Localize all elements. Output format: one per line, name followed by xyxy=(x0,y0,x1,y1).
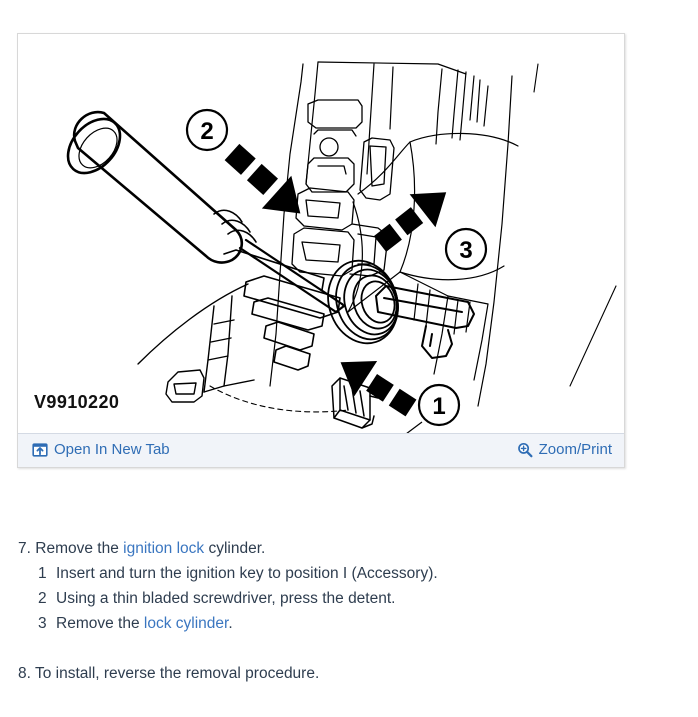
step-7-text-after: cylinder. xyxy=(204,540,266,557)
zoom-print-label: Zoom/Print xyxy=(538,441,612,458)
figure-line-art: 2 3 xyxy=(18,34,624,434)
step-8: 8. To install, reverse the removal proce… xyxy=(18,661,658,686)
open-in-new-tab-icon xyxy=(32,442,48,458)
substep-3-number: 3 xyxy=(38,615,47,632)
panel-wedge-left xyxy=(137,283,255,403)
lock-cylinder-link[interactable]: lock cylinder xyxy=(143,615,229,632)
substep-1-text: Insert and turn the ignition key to posi… xyxy=(56,565,438,582)
svg-text:1: 1 xyxy=(432,393,445,420)
magnifier-plus-icon xyxy=(517,442,533,458)
ignition-lock-cylinder-illustration: 2 3 xyxy=(18,34,624,434)
svg-text:2: 2 xyxy=(200,118,213,145)
paragraph-spacer xyxy=(18,636,658,661)
figure-action-bar: Open In New Tab Zoom/Print xyxy=(18,433,624,467)
callout-2: 2 xyxy=(185,108,229,152)
motion-arrow-1 xyxy=(340,360,417,417)
step-7-text-before: Remove the xyxy=(35,540,124,557)
callout-1: 1 xyxy=(417,383,461,427)
step-8-text: To install, reverse the removal procedur… xyxy=(34,665,320,682)
open-in-new-tab-label: Open In New Tab xyxy=(54,441,170,458)
motion-arrow-3 xyxy=(373,192,447,252)
motion-arrow-2 xyxy=(224,143,301,214)
ignition-key xyxy=(375,285,475,359)
substep-2-text: Using a thin bladed screwdriver, press t… xyxy=(56,590,396,607)
step-7-number: 7. xyxy=(18,540,31,557)
step-8-number: 8. xyxy=(18,665,31,682)
substep-3-text-after: . xyxy=(228,615,233,632)
zoom-print-button[interactable]: Zoom/Print xyxy=(517,441,612,458)
substep-2: 2 Using a thin bladed screwdriver, press … xyxy=(18,586,658,611)
substep-1: 1 Insert and turn the ignition key to pos… xyxy=(18,561,658,586)
callout-3: 3 xyxy=(444,227,488,271)
open-in-new-tab-button[interactable]: Open In New Tab xyxy=(32,441,170,458)
figure-panel: 2 3 xyxy=(17,33,625,468)
substep-1-number: 1 xyxy=(38,565,47,582)
step-7: 7. Remove the ignition lock cylinder. xyxy=(18,536,658,561)
ignition-lock-link[interactable]: ignition lock xyxy=(123,540,205,557)
panel-detail-left xyxy=(291,99,395,277)
substep-3-text-before: Remove the xyxy=(56,615,144,632)
substep-2-number: 2 xyxy=(38,590,47,607)
substep-3: 3 Remove the lock cylinder. xyxy=(18,611,658,636)
detent-connector-block xyxy=(331,377,385,429)
figure-caption-id: V9910220 xyxy=(34,392,120,412)
svg-text:3: 3 xyxy=(459,237,472,264)
screwdriver xyxy=(66,110,346,314)
step-7-substeps: 1 Insert and turn the ignition key to pos… xyxy=(18,561,658,636)
